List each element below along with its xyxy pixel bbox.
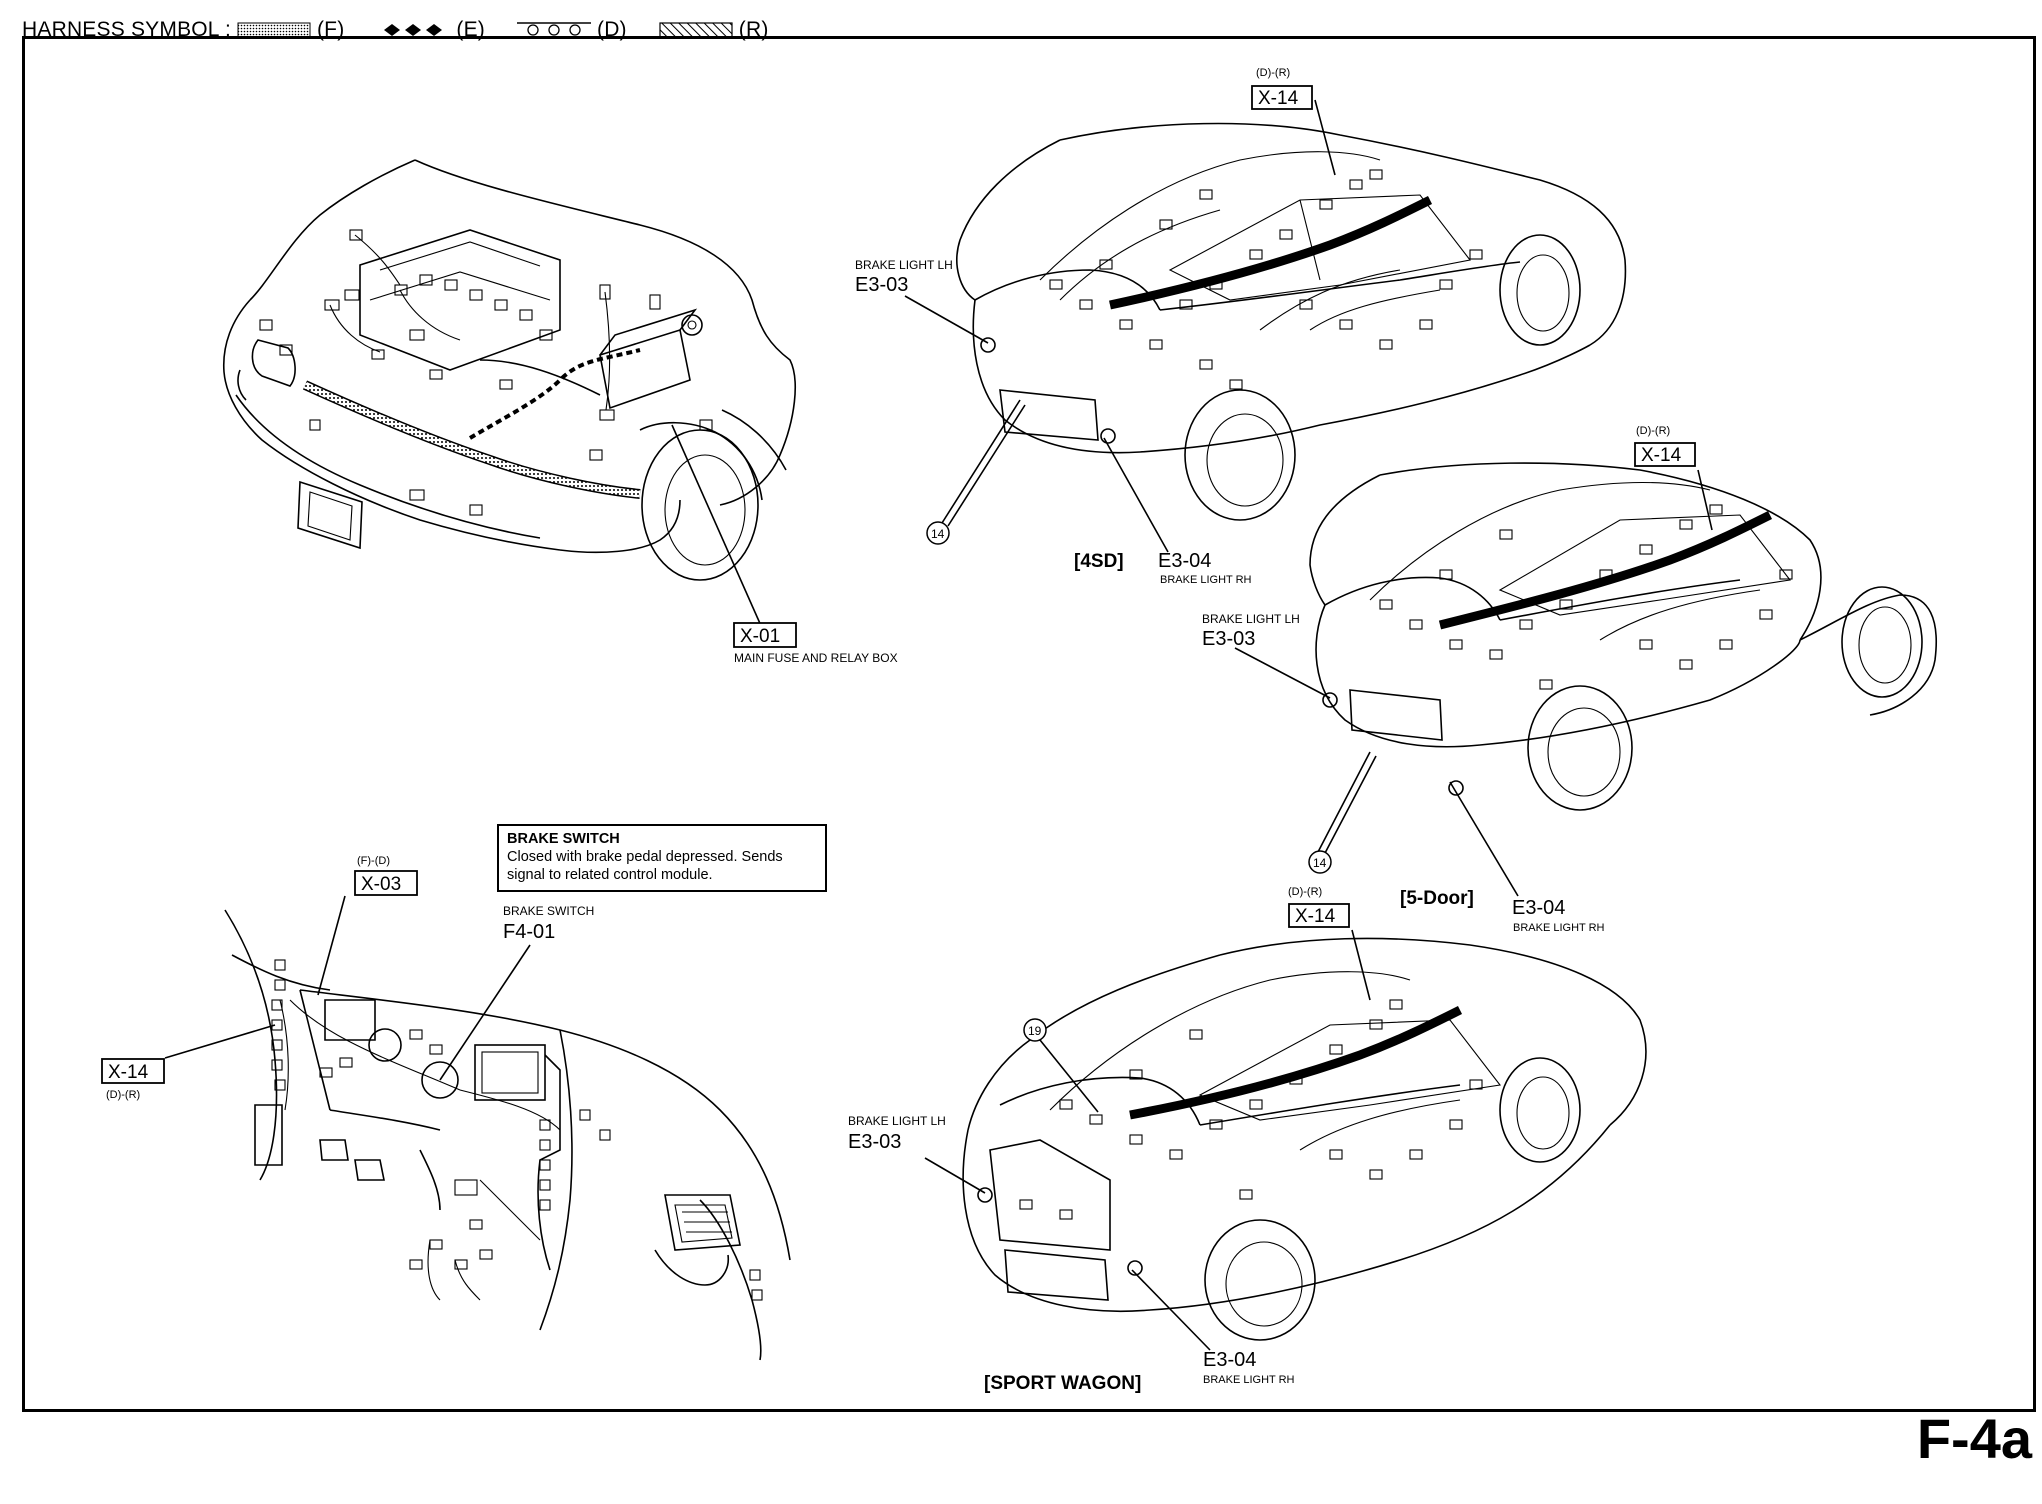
dash-x14-code: X-14 (108, 1062, 149, 1083)
wagon-ground-19: 19 (1028, 1024, 1042, 1038)
sedan-x14-harness: (D)-(R) (1256, 67, 1290, 79)
f401-code: F4-01 (503, 921, 555, 943)
sedan-label: [4SD] (1074, 551, 1124, 572)
note-title: BRAKE SWITCH (507, 831, 620, 847)
x03-code: X-03 (361, 874, 401, 895)
harness-symbol-legend: HARNESS SYMBOL : (F) (E) (D) (22, 14, 795, 46)
dashboard-callouts (101, 870, 531, 1084)
note-body: Closed with brake pedal depressed. Sends… (507, 849, 783, 883)
wagon-x14-harness: (D)-(R) (1288, 886, 1322, 898)
sedan-e303-code: E3-03 (855, 274, 908, 296)
x01-code: X-01 (740, 626, 780, 647)
legend-code-d: (D) (597, 18, 627, 41)
five-door-e303-desc: BRAKE LIGHT LH (1202, 612, 1300, 626)
five-door-x14-harness: (D)-(R) (1636, 425, 1670, 437)
dashboard-view (224, 909, 791, 1361)
brake-switch-note: BRAKE SWITCH Closed with brake pedal dep… (497, 824, 827, 892)
sedan-e303-desc: BRAKE LIGHT LH (855, 258, 953, 272)
wagon-e304-desc: BRAKE LIGHT RH (1203, 1374, 1295, 1386)
legend-code-r: (R) (738, 18, 769, 41)
f401-desc: BRAKE SWITCH (503, 904, 594, 918)
five-door-e304-desc: BRAKE LIGHT RH (1513, 922, 1605, 934)
five-door-callouts (1234, 442, 1713, 897)
engine-compartment-view (222, 159, 796, 581)
five-door-label: [5-Door] (1400, 888, 1474, 909)
x01-description: MAIN FUSE AND RELAY BOX (734, 651, 898, 665)
five-door-x14-code: X-14 (1641, 445, 1682, 466)
sedan-e304-code: E3-04 (1158, 550, 1211, 572)
five-door-e303-code: E3-03 (1202, 628, 1255, 650)
wagon-view (962, 937, 1647, 1341)
wagon-e303-code: E3-03 (848, 1131, 901, 1153)
sedan-ground-14: 14 (931, 527, 945, 541)
x01-callout (671, 424, 797, 648)
wagon-x14-code: X-14 (1295, 906, 1336, 927)
page-number: F-4a (1916, 1407, 2032, 1470)
x03-harness: (F)-(D) (357, 855, 390, 867)
wagon-callouts (924, 903, 1371, 1351)
sedan-view (956, 122, 1627, 521)
sedan-x14-code: X-14 (1258, 88, 1299, 109)
wagon-label: [SPORT WAGON] (984, 1373, 1141, 1394)
sedan-e304-desc: BRAKE LIGHT RH (1160, 574, 1252, 586)
legend-title: HARNESS SYMBOL : (22, 18, 231, 41)
five-door-view (1309, 462, 1937, 811)
five-door-ground-14: 14 (1313, 856, 1327, 870)
sedan-callouts (904, 85, 1336, 553)
dash-x14-harness: (D)-(R) (106, 1089, 140, 1101)
five-door-e304-code: E3-04 (1512, 897, 1565, 919)
wagon-e303-desc: BRAKE LIGHT LH (848, 1114, 946, 1128)
legend-code-e: (E) (456, 18, 485, 41)
legend-code-f: (F) (316, 18, 345, 41)
diagram-frame (22, 36, 2036, 1412)
wagon-e304-code: E3-04 (1203, 1349, 1256, 1371)
